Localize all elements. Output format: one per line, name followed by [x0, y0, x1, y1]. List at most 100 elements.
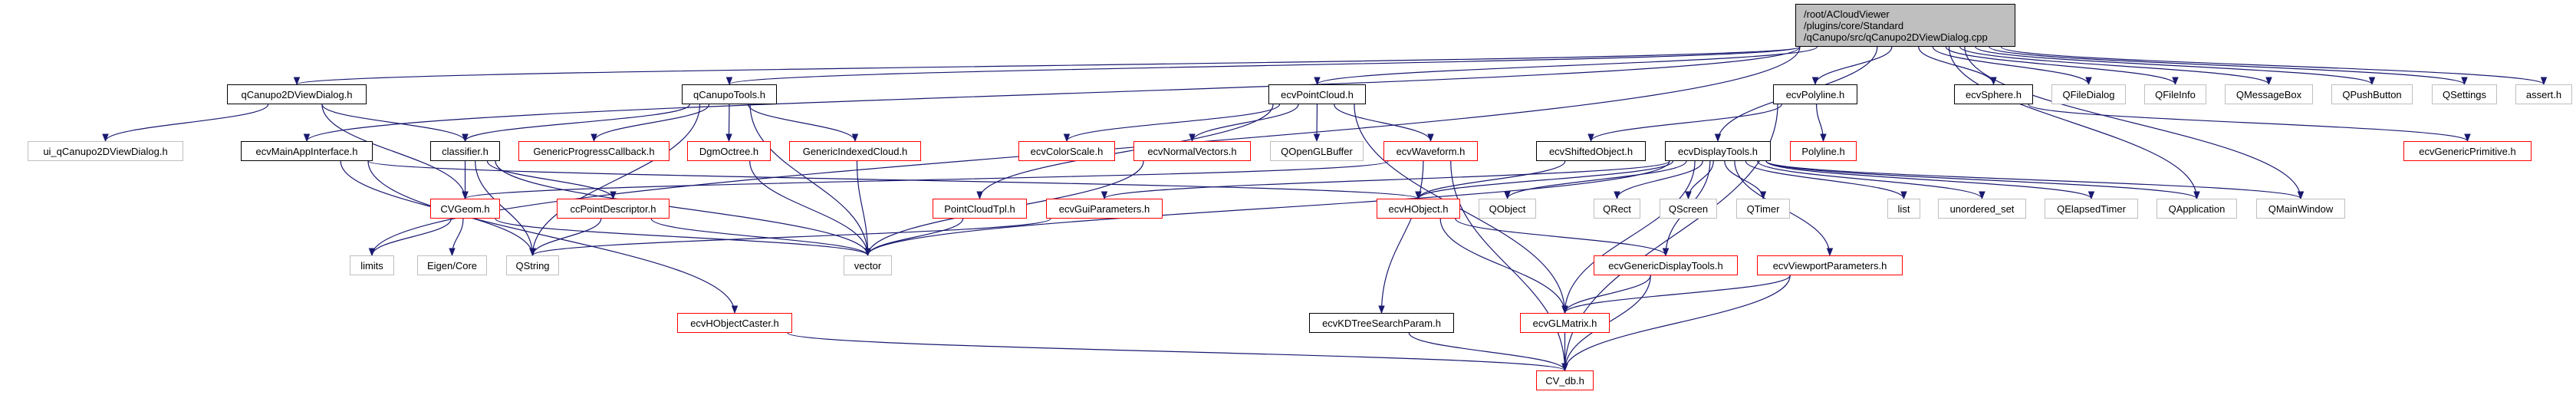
node-ecvviewportparameters[interactable]: ecvViewportParameters.h — [1757, 255, 1903, 275]
node-ui-qcanupo2dviewdialog: ui_qCanupo2DViewDialog.h — [28, 141, 183, 161]
node-qfiledialog: QFileDialog — [2051, 84, 2126, 104]
node-qpushbutton: QPushButton — [2331, 84, 2413, 104]
edge-ecvPointCloud-to-ecvWaveform — [1334, 104, 1434, 143]
edge-qCanupoTools-to-GenericIndexedCloud — [748, 104, 859, 143]
node-pointcloudtpl[interactable]: PointCloudTpl.h — [933, 199, 1027, 219]
edge-classifier-to-vector — [495, 160, 871, 257]
edge-root-to-QPushButton — [1975, 46, 2376, 86]
node-qrect: QRect — [1594, 199, 1640, 219]
node-qcanupo2dviewdialog[interactable]: qCanupo2DViewDialog.h — [227, 84, 367, 104]
edge-CVGeom-to-vector — [495, 218, 871, 257]
edge-ccPointDescriptor-to-QString — [529, 218, 602, 257]
node-ecvglmatrix[interactable]: ecvGLMatrix.h — [1520, 313, 1610, 333]
edge-ecvViewportParameters-to-ecvGLMatrix — [1561, 275, 1791, 314]
node-qmainwindow: QMainWindow — [2256, 199, 2345, 219]
edge-GenericIndexedCloud-to-vector — [856, 160, 871, 257]
edge-ecvWaveform-to-ecvKDTreeSearchParam — [1378, 160, 1424, 314]
node-ecvgenericprimitive[interactable]: ecvGenericPrimitive.h — [2403, 141, 2532, 161]
node-qfileinfo: QFileInfo — [2144, 84, 2206, 104]
node-ecvwaveform[interactable]: ecvWaveform.h — [1383, 141, 1478, 161]
node-ecvnormalvectors[interactable]: ecvNormalVectors.h — [1133, 141, 1251, 161]
edge-ccPointDescriptor-to-vector — [650, 218, 871, 257]
edge-root-to-QFileDialog — [1932, 46, 2092, 86]
edge-ecvDisplayTools-to-QApplication — [1765, 160, 2200, 200]
node-ecvkdtreesearchparam[interactable]: ecvKDTreeSearchParam.h — [1309, 313, 1454, 333]
edge-ecvDisplayTools-to-unordered_set — [1757, 160, 1985, 200]
node-assert: assert.h — [2515, 84, 2572, 104]
node-ecvsphere[interactable]: ecvSphere.h — [1954, 84, 2033, 104]
node-vector: vector — [844, 255, 892, 275]
edge-ecvWaveform-to-CV_db — [1450, 160, 1568, 372]
edge-root-to-QSettings — [1989, 46, 2468, 86]
node-qobject: QObject — [1479, 199, 1536, 219]
node-genericindexedcloud[interactable]: GenericIndexedCloud.h — [789, 141, 921, 161]
edge-ecvMainAppInterface-to-ecvHObjectCaster — [367, 160, 739, 314]
edge-DgmOctree-to-vector — [749, 160, 871, 257]
root-file-node[interactable]: /root/ACloudViewer /plugins/core/Standar… — [1795, 4, 2015, 47]
node-ecvhobjectcaster[interactable]: ecvHObjectCaster.h — [677, 313, 792, 333]
node-qapplication: QApplication — [2157, 199, 2237, 219]
edge-CVGeom-to-limits — [368, 218, 452, 257]
edge-qCanupo2DViewDialog-to-CVGeom — [321, 104, 469, 200]
edge-root-to-qCanupo2DViewDialog — [294, 46, 1801, 86]
node-qopenglbuffer: QOpenGLBuffer — [1270, 141, 1364, 161]
edge-qCanupo2DViewDialog-to-ui_qCanupo2DViewDialog — [102, 104, 269, 143]
node-cvgeom[interactable]: CVGeom.h — [430, 199, 500, 219]
edge-ecvDisplayTools-to-vector — [864, 160, 1670, 257]
edge-ecvPointCloud-to-ecvColorScale — [1063, 104, 1281, 143]
node-ecvguiparameters[interactable]: ecvGuiParameters.h — [1046, 199, 1163, 219]
node-dgmoctree[interactable]: DgmOctree.h — [687, 141, 771, 161]
node-polyline[interactable]: Polyline.h — [1790, 141, 1857, 161]
edge-ecvDisplayTools-to-ecvGuiParameters — [1101, 160, 1670, 200]
edge-ecvMainAppInterface-to-ecvHObject — [367, 160, 1422, 200]
edge-ecvHObject-to-ecvGenericDisplayTools — [1455, 218, 1670, 257]
edge-classifier-to-ccPointDescriptor — [486, 160, 617, 200]
node-ecvhobject[interactable]: ecvHObject.h — [1377, 199, 1460, 219]
node-ecvpointcloud[interactable]: ecvPointCloud.h — [1268, 84, 1366, 104]
node-ecvdisplaytools[interactable]: ecvDisplayTools.h — [1665, 141, 1771, 161]
edge-ecvDisplayTools-to-QElapsedTimer — [1765, 160, 2095, 200]
node-qelapsedtimer: QElapsedTimer — [2045, 199, 2138, 219]
edge-ecvSphere-to-ecvGenericPrimitive — [2028, 104, 2471, 143]
edge-ecvHObjectCaster-to-CV_db — [787, 332, 1568, 372]
edge-classifier-to-QString — [475, 160, 536, 257]
edge-ecvGuiParameters-to-QString — [529, 218, 1051, 257]
edge-root-to-QApplication — [1948, 46, 2200, 200]
edge-root-to-ecvPolyline — [1811, 46, 1893, 86]
node-ecvgenericdisplaytools[interactable]: ecvGenericDisplayTools.h — [1594, 255, 1738, 275]
node-eigencore: Eigen/Core — [417, 255, 487, 275]
node-classifier[interactable]: classifier.h — [430, 141, 500, 161]
node-ecvcolorscale[interactable]: ecvColorScale.h — [1018, 141, 1115, 161]
node-ccpointdescriptor[interactable]: ccPointDescriptor.h — [557, 199, 669, 219]
edge-ecvDisplayTools-to-ecvGLMatrix — [1561, 160, 1696, 314]
node-qtimer: QTimer — [1736, 199, 1790, 219]
node-genericprogresscallback[interactable]: GenericProgressCallback.h — [518, 141, 669, 161]
node-ecvpolyline[interactable]: ecvPolyline.h — [1773, 84, 1857, 104]
edge-ecvDisplayTools-to-QObject — [1504, 160, 1687, 200]
edge-root-to-qCanupoTools — [726, 46, 1801, 86]
edge-root-to-assert — [2000, 46, 2548, 86]
edge-PointCloudTpl-to-vector — [864, 218, 964, 257]
root-line: /qCanupo/src/qCanupo2DViewDialog.cpp — [1804, 31, 1988, 43]
edge-ecvDisplayTools-to-QRect — [1614, 160, 1703, 200]
edge-ecvWaveform-to-CVGeom — [462, 160, 1389, 200]
edge-qCanupoTools-to-classifier — [462, 104, 690, 143]
node-cv-db[interactable]: CV_db.h — [1536, 370, 1594, 390]
edge-ecvViewportParameters-to-CV_db — [1561, 275, 1791, 372]
edge-ecvKDTreeSearchParam-to-CV_db — [1408, 332, 1568, 372]
edge-root-to-QMessageBox — [1959, 46, 2272, 86]
edge-CVGeom-to-EigenCore — [449, 218, 464, 257]
edge-root-to-QFileInfo — [1945, 46, 2179, 86]
edge-root-to-QMainWindow — [1964, 46, 2305, 200]
node-qstring: QString — [506, 255, 559, 275]
root-line: /root/ACloudViewer — [1804, 8, 1890, 20]
edge-qCanupo2DViewDialog-to-classifier — [321, 104, 469, 143]
edge-ecvDisplayTools-to-ecvHObject — [1415, 160, 1674, 200]
node-qcanupotools[interactable]: qCanupoTools.h — [682, 84, 777, 104]
edge-qCanupoTools-to-vector — [749, 104, 871, 257]
edge-ecvDisplayTools-to-QMainWindow — [1765, 160, 2305, 200]
node-ecvshiftedobject[interactable]: ecvShiftedObject.h — [1536, 141, 1646, 161]
node-ecvmainappinterface[interactable]: ecvMainAppInterface.h — [241, 141, 373, 161]
edge-ecvHObject-to-ecvGLMatrix — [1439, 218, 1568, 314]
